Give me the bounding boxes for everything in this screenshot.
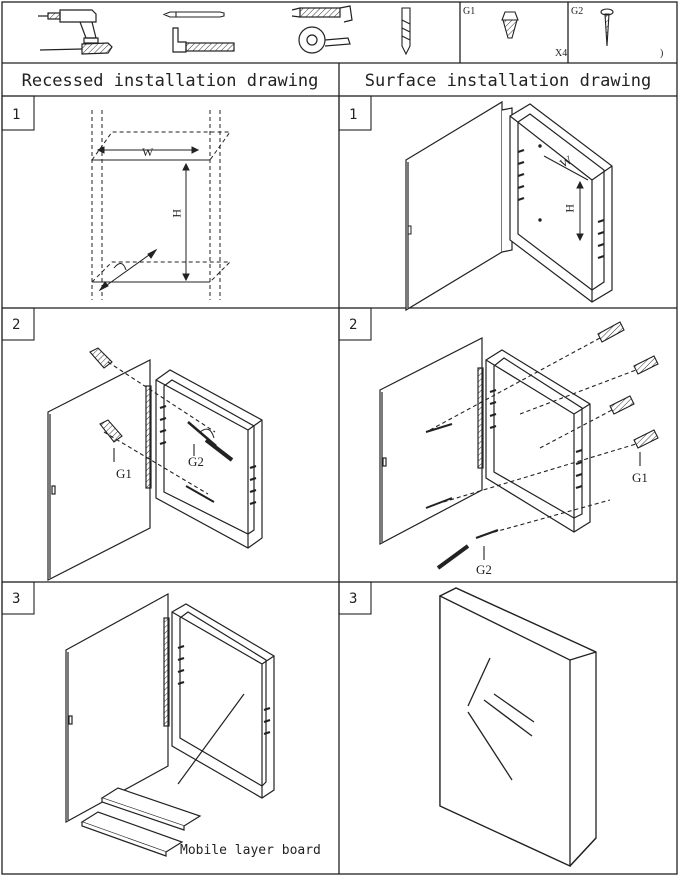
wall-recess-drawing (90, 110, 232, 300)
recessed-g2-label: G2 (188, 454, 204, 469)
g1-code: G1 (463, 6, 475, 17)
surface-g1-label: G1 (632, 470, 648, 485)
recessed-screws-anchors (89, 347, 234, 503)
step-right-3: 3 (349, 591, 357, 607)
hammer-icon (172, 27, 235, 53)
shelf-cabinet (65, 592, 275, 824)
recessed-cabinet-mount (47, 359, 263, 581)
surface-mount-hinge-slots (489, 388, 583, 490)
shelf-hinge-slots (177, 644, 271, 736)
surface-dimension-lines (407, 144, 589, 242)
step-left-3: 3 (12, 591, 20, 607)
recessed-g1-label: G1 (116, 466, 132, 481)
step-left-2: 2 (12, 317, 20, 333)
surface-cabinet-mount (379, 337, 591, 545)
drill-icon (38, 9, 99, 44)
g2-code: G2 (571, 6, 583, 17)
pencil-icon (162, 11, 225, 18)
step-right-2: 2 (349, 317, 357, 333)
surface-height-label: H (563, 204, 577, 213)
g1-quantity: X4 (555, 48, 567, 59)
surface-cabinet-open (405, 100, 613, 312)
surface-hinge-slots (517, 148, 605, 260)
step-boxes (1, 95, 372, 615)
closed-mirror-cabinet (439, 587, 597, 868)
surface-screws-anchors (425, 321, 659, 570)
recessed-title: Recessed installation drawing (22, 71, 319, 91)
screw-icon (600, 8, 614, 47)
width-label: W (142, 145, 154, 159)
g2-quantity: ) (660, 48, 663, 59)
wall-anchor-icon (501, 11, 519, 39)
step-left-1: 1 (12, 107, 20, 123)
mobile-layer-boards (80, 693, 245, 857)
mobile-board-label: Mobile layer board (180, 843, 321, 858)
surface-g2-label: G2 (476, 562, 492, 577)
drill-bit-icon (401, 7, 411, 56)
height-label: H (170, 209, 184, 218)
saw-icon (291, 5, 353, 23)
screwdriver-icon (39, 42, 113, 55)
tape-measure-icon (298, 26, 351, 54)
step-right-1: 1 (349, 107, 357, 123)
surface-title: Surface installation drawing (365, 71, 652, 91)
recessed-hinge-slots (159, 404, 257, 506)
